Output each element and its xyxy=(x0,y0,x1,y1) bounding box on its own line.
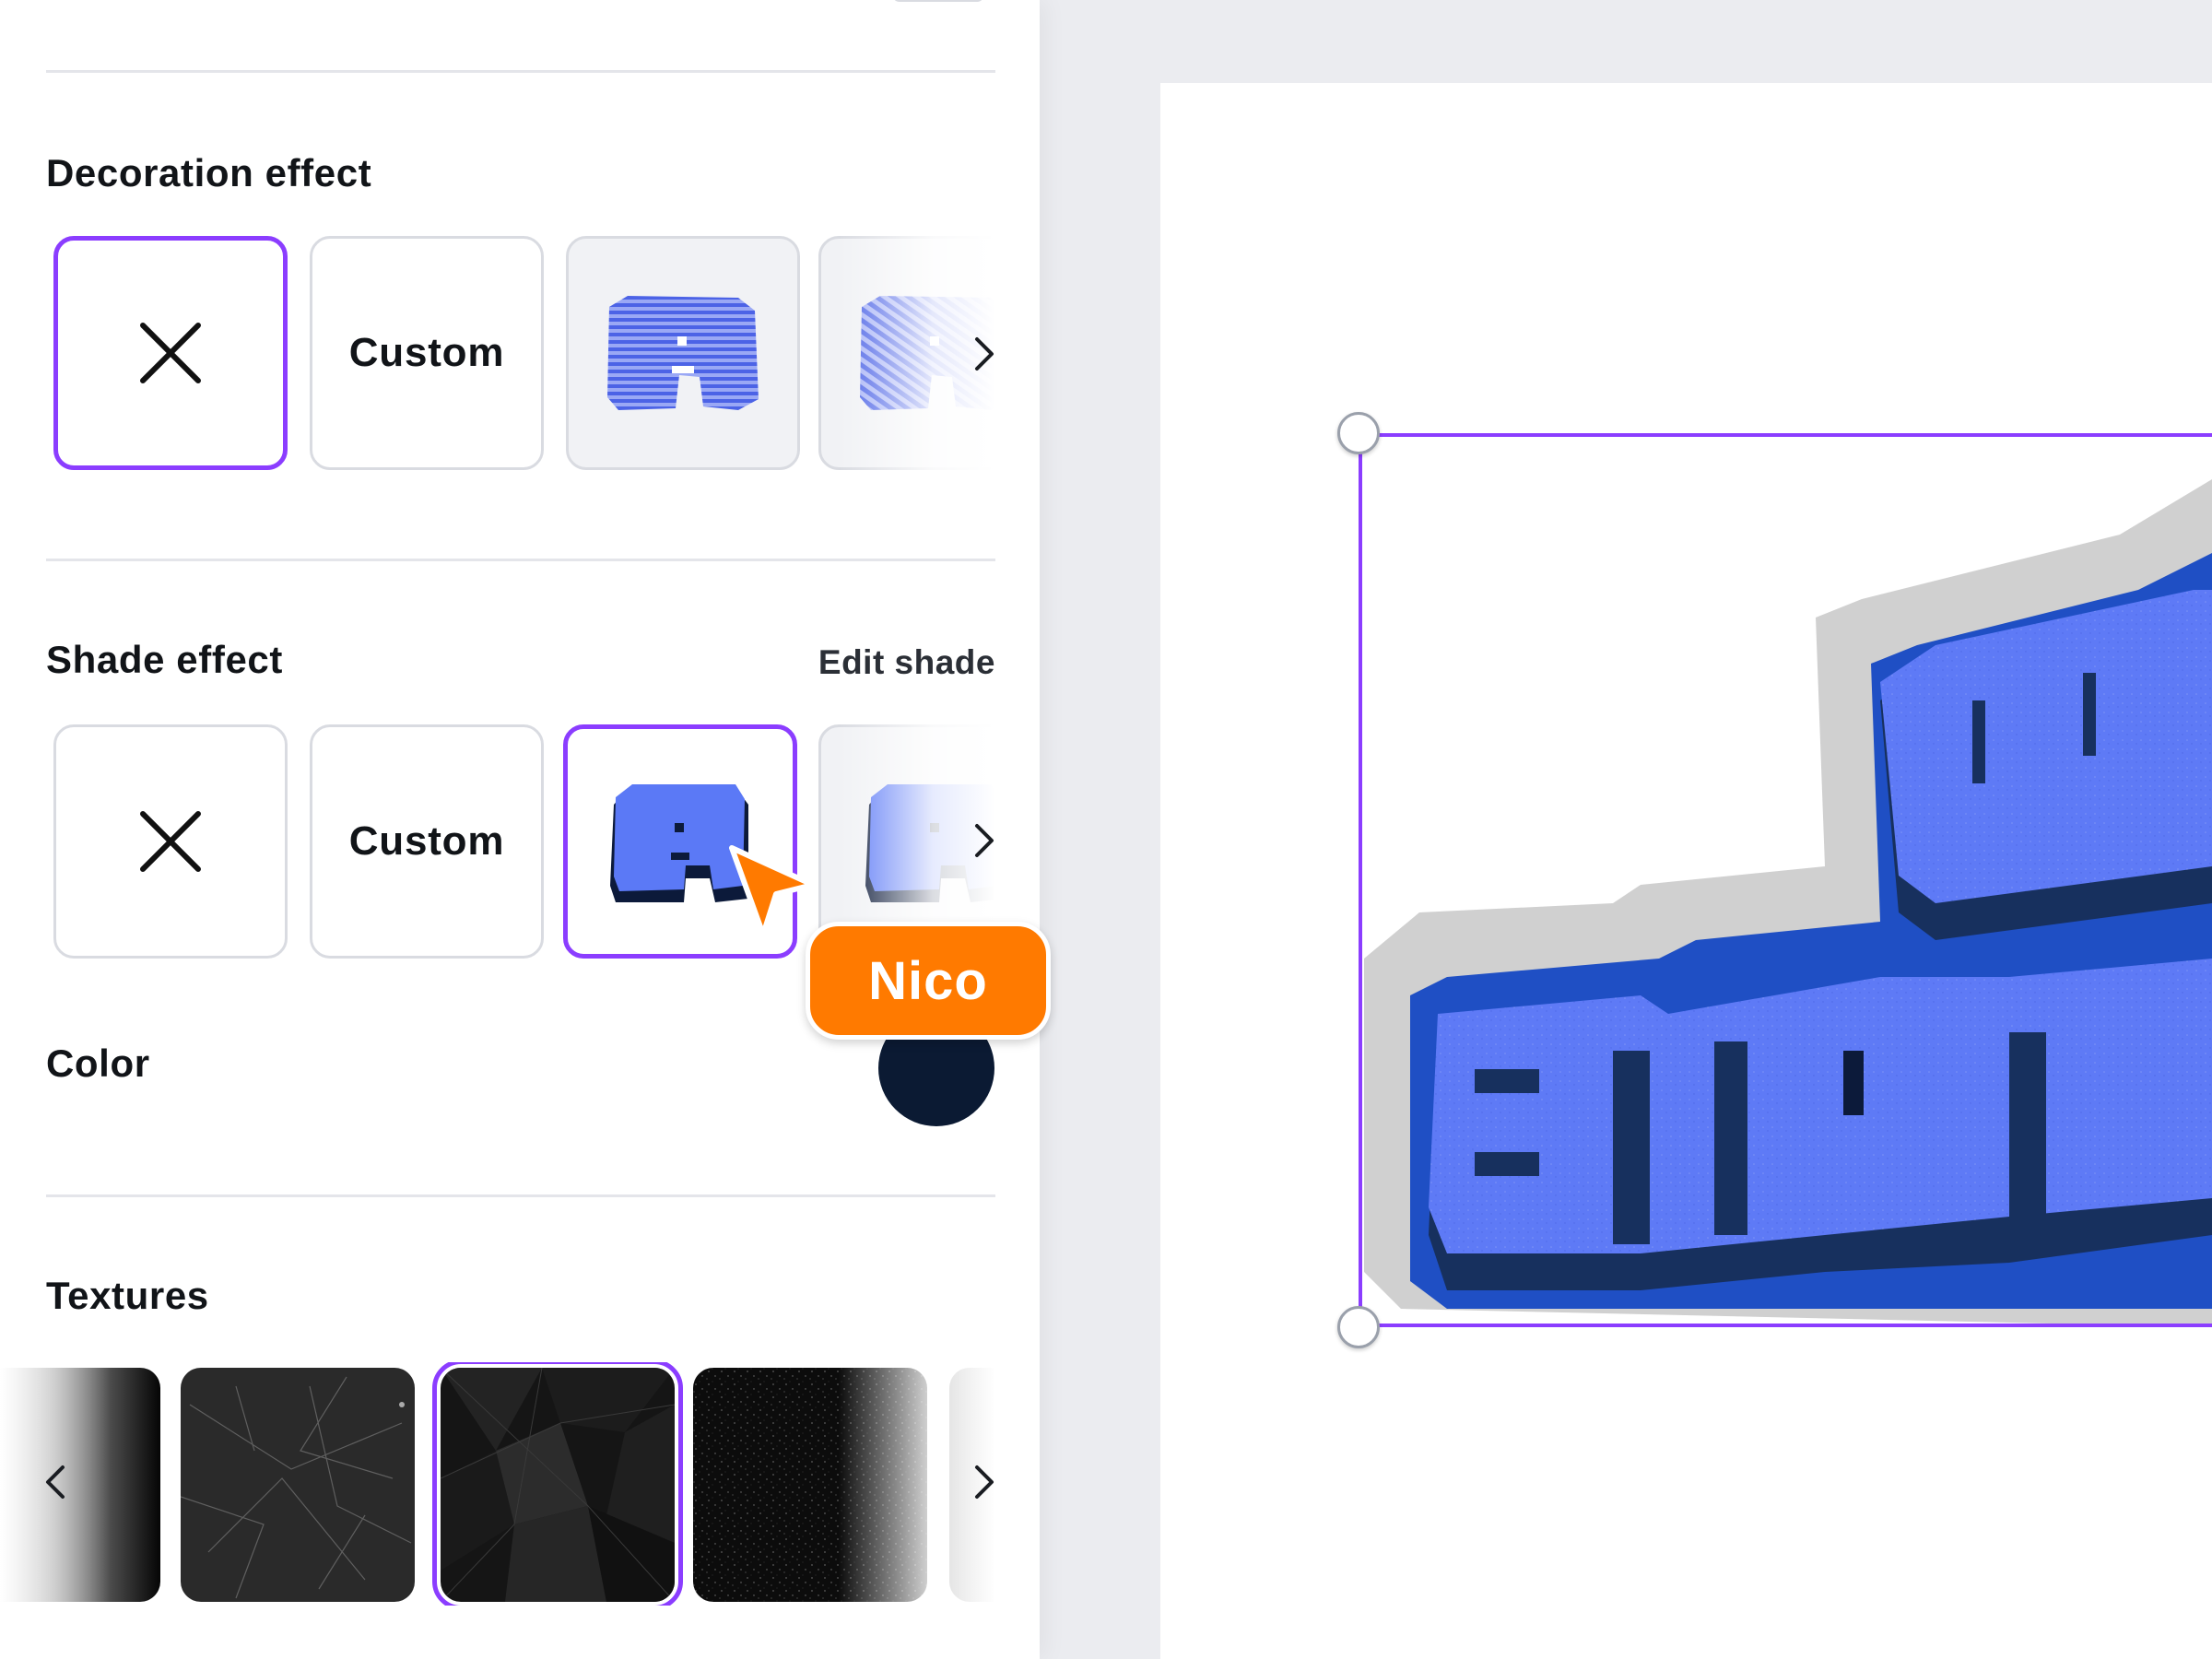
decoration-none-tile[interactable] xyxy=(53,236,288,470)
decoration-effect-title: Decoration effect xyxy=(46,151,372,194)
shade-block-tile[interactable] xyxy=(563,724,797,959)
decoration-next-button[interactable] xyxy=(966,326,995,382)
texture-grain-tile[interactable] xyxy=(693,1368,927,1602)
shade-next-button[interactable] xyxy=(966,813,995,868)
collaborator-cursor-icon xyxy=(729,845,816,937)
divider xyxy=(46,1194,995,1197)
decoration-effect-options: Custom xyxy=(0,236,995,485)
collapsed-control[interactable] xyxy=(892,0,984,2)
scratched-texture-preview xyxy=(181,1368,415,1602)
decoration-stripes-tile[interactable] xyxy=(566,236,800,470)
shade-none-tile[interactable] xyxy=(53,724,288,959)
divider xyxy=(46,70,995,73)
shade-effect-title: Shade effect xyxy=(46,638,283,681)
textures-title: Textures xyxy=(46,1274,209,1317)
chevron-right-icon xyxy=(975,824,994,857)
collaborator-name-badge: Nico xyxy=(806,922,1051,1040)
graffiti-text-element[interactable] xyxy=(1364,479,2212,1327)
striped-letter-preview-icon xyxy=(607,296,759,410)
effects-panel: Decoration effect Custom xyxy=(0,0,1040,1659)
textures-prev-button[interactable] xyxy=(37,1454,74,1510)
texture-crumpled-tile[interactable] xyxy=(432,1362,683,1606)
overflow-fade xyxy=(0,1362,184,1606)
close-icon xyxy=(140,323,201,383)
chevron-right-icon xyxy=(975,337,994,371)
texture-options xyxy=(0,1362,995,1606)
shade-custom-label: Custom xyxy=(348,818,505,864)
resize-handle-top-left[interactable] xyxy=(1337,412,1380,454)
close-icon xyxy=(140,811,201,872)
crumpled-texture-preview xyxy=(441,1368,675,1602)
shade-custom-tile[interactable]: Custom xyxy=(310,724,544,959)
decoration-custom-label: Custom xyxy=(348,330,505,375)
textures-next-button[interactable] xyxy=(966,1454,995,1510)
shaded-letter-preview-icon xyxy=(610,784,748,902)
grain-texture-preview xyxy=(693,1368,927,1602)
decoration-custom-tile[interactable]: Custom xyxy=(310,236,544,470)
selection-frame[interactable] xyxy=(1359,433,2212,1327)
divider xyxy=(46,559,995,561)
resize-handle-bottom-left[interactable] xyxy=(1337,1306,1380,1348)
chevron-left-icon xyxy=(46,1465,65,1499)
chevron-right-icon xyxy=(975,1465,994,1499)
texture-scratched-tile[interactable] xyxy=(181,1368,415,1602)
color-label: Color xyxy=(46,1041,150,1085)
edit-shade-link[interactable]: Edit shade xyxy=(818,643,995,681)
